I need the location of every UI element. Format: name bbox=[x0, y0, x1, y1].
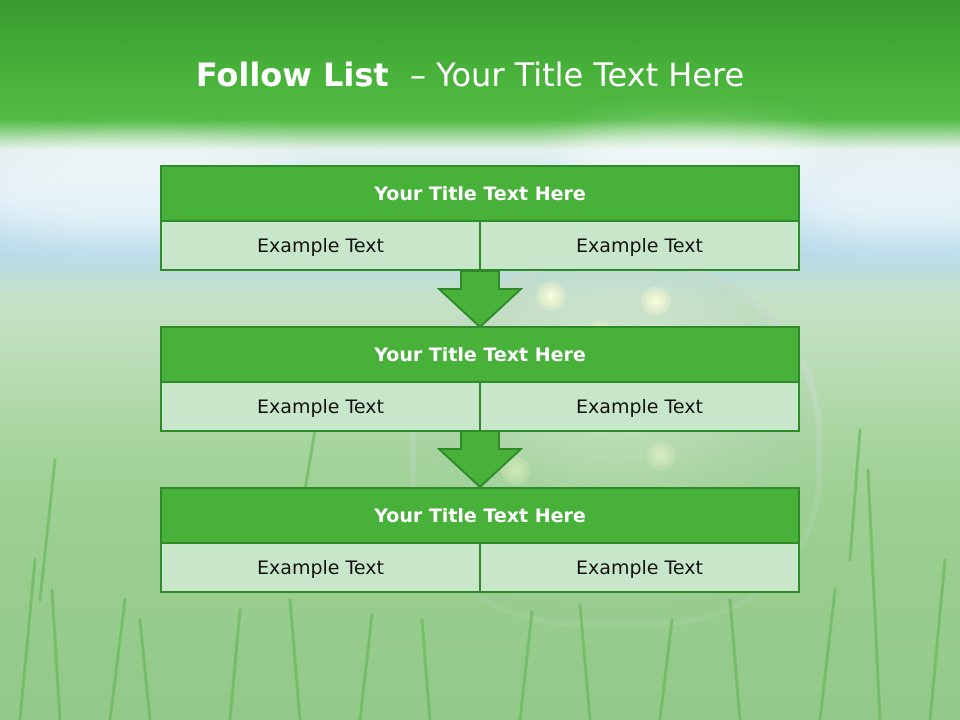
title-rest: – Your Title Text Here bbox=[399, 56, 745, 94]
step-right-cell: Example Text bbox=[481, 383, 800, 432]
step-heading: Your Title Text Here bbox=[160, 165, 800, 222]
step-block-1: Your Title Text Here Example Text Exampl… bbox=[160, 165, 800, 271]
step-block-3: Your Title Text Here Example Text Exampl… bbox=[160, 487, 800, 593]
step-right-cell: Example Text bbox=[481, 544, 800, 593]
down-arrow-icon bbox=[437, 431, 523, 489]
slide-title: Follow List – Your Title Text Here bbox=[0, 56, 940, 94]
step-block-2: Your Title Text Here Example Text Exampl… bbox=[160, 326, 800, 432]
step-row: Example Text Example Text bbox=[160, 383, 800, 432]
step-left-cell: Example Text bbox=[160, 383, 481, 432]
step-heading: Your Title Text Here bbox=[160, 487, 800, 544]
down-arrow-icon bbox=[437, 271, 523, 329]
step-left-cell: Example Text bbox=[160, 544, 481, 593]
step-right-cell: Example Text bbox=[481, 222, 800, 271]
step-heading: Your Title Text Here bbox=[160, 326, 800, 383]
title-bold: Follow List bbox=[195, 56, 400, 94]
step-left-cell: Example Text bbox=[160, 222, 481, 271]
step-row: Example Text Example Text bbox=[160, 544, 800, 593]
step-row: Example Text Example Text bbox=[160, 222, 800, 271]
